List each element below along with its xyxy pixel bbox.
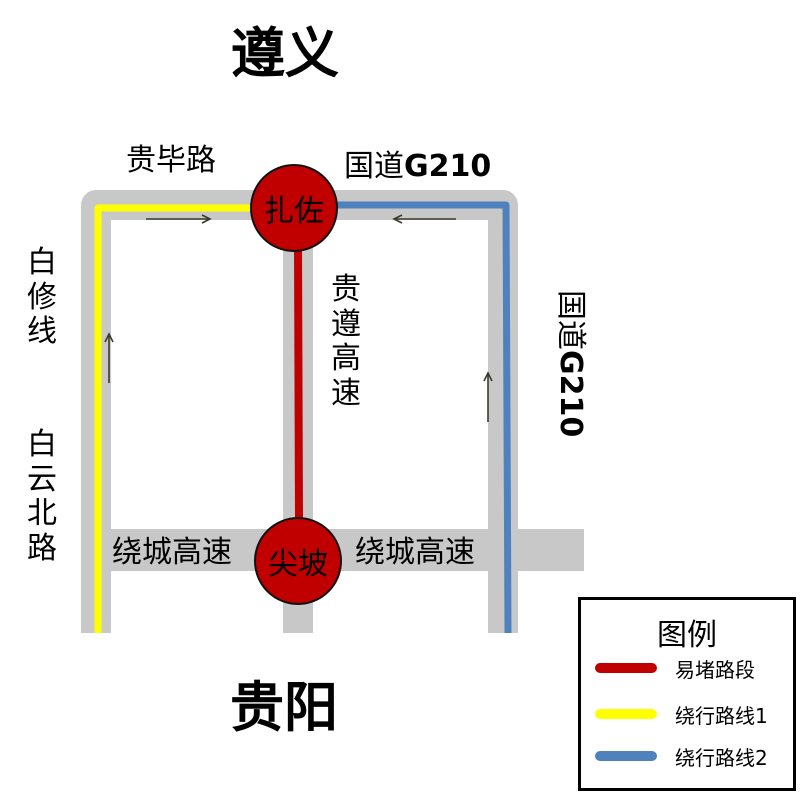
label-g210-side: 国道G210	[553, 290, 588, 438]
legend-swatch	[595, 751, 657, 761]
detour-route-2	[336, 201, 512, 634]
map-legend: 图例 易堵路段 绕行路线1 绕行路线2	[578, 597, 796, 791]
arrow-left-icon	[392, 214, 456, 224]
legend-title: 图例	[657, 618, 717, 653]
label-ring-expressway-left: 绕城高速	[112, 535, 232, 570]
node-jianpo: 尖坡	[254, 517, 342, 605]
legend-item-detour-1: 绕行路线1	[595, 702, 768, 728]
arrow-up-icon	[104, 332, 114, 383]
node-zhazuo: 扎佐	[250, 164, 338, 252]
legend-item-detour-2: 绕行路线2	[595, 744, 768, 770]
label-g210-top: 国道G210	[344, 149, 492, 184]
label-guizun-expressway: 贵遵高速	[331, 272, 361, 411]
city-guiyang: 贵阳	[230, 675, 338, 739]
arrow-right-icon	[146, 214, 212, 224]
label-baixiu-line: 白修线	[27, 245, 57, 349]
arrow-up-icon	[483, 371, 493, 422]
legend-item-congested: 易堵路段	[595, 656, 755, 682]
label-baiyun-north-road: 白云北路	[27, 427, 57, 566]
city-zunyi: 遵义	[231, 21, 339, 85]
label-ring-expressway-right: 绕城高速	[355, 535, 475, 570]
detour-route-1	[94, 204, 260, 633]
congested-segment	[294, 249, 303, 521]
legend-swatch	[595, 663, 657, 673]
direction-arrows	[104, 214, 493, 422]
label-guibi-road: 贵毕路	[126, 143, 216, 178]
legend-swatch	[595, 709, 657, 719]
